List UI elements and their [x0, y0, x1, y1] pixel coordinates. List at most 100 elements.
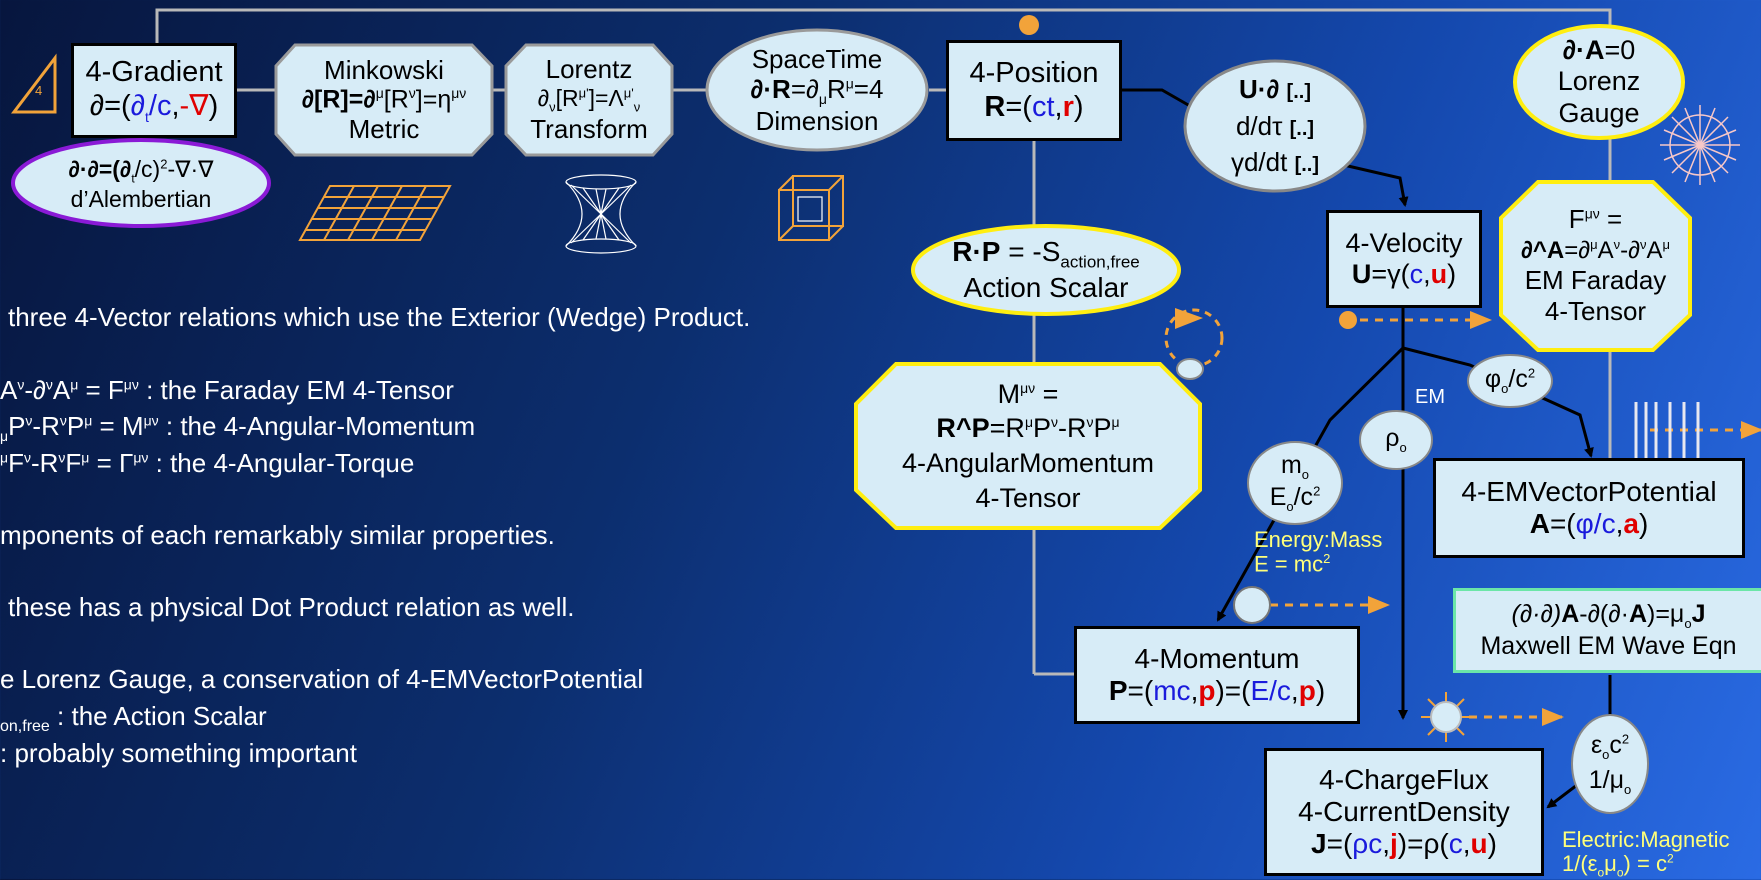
- action-formula: R·P = -Saction,free: [952, 235, 1140, 272]
- phi-node[interactable]: φo/c2: [1468, 355, 1552, 407]
- dalembertian-label: d’Alembertian: [70, 185, 212, 212]
- faraday-line2: ∂^A=∂μAν-∂νAμ: [1521, 236, 1670, 264]
- emvp-title: 4-EMVectorPotential: [1461, 475, 1717, 507]
- spacetime-title: SpaceTime: [751, 43, 883, 74]
- u-deriv-ellipse-shape: [1183, 59, 1367, 193]
- eps-line1: εoc2: [1590, 731, 1630, 763]
- spacetime-node[interactable]: SpaceTime ∂·R=∂μRμ=4 Dimension: [707, 32, 927, 150]
- spacetime-formula: ∂·R=∂μRμ=4: [750, 73, 884, 108]
- energy-label: Eo/c2: [1269, 483, 1321, 514]
- dalembertian-formula: ∂·∂=(∂t/c)2-∇·∇: [68, 155, 214, 186]
- four-velocity-node[interactable]: 4-Velocity U=γ(c,u): [1326, 210, 1482, 308]
- four-momentum-title: 4-Momentum: [1134, 642, 1300, 674]
- note-line4: μFν-RνFμ = Γμν : the 4-Angular-Torque: [0, 448, 415, 478]
- lorentz-formula: ∂ν[Rμ']=Λμ'ν: [537, 84, 641, 115]
- four-badge-icon: [10, 53, 57, 114]
- lorentz-label: Transform: [530, 114, 648, 145]
- note-line1: three 4-Vector relations which use the E…: [8, 302, 751, 332]
- starburst-icon: [1421, 692, 1471, 742]
- lorenz-gauge-formula: ∂·A=0: [1562, 35, 1636, 66]
- note-line9: : probably something important: [0, 738, 357, 768]
- minkowski-octagon-shape: [274, 43, 494, 157]
- charge-flux-formula: J=(ρc,j)=ρ(c,u): [1311, 828, 1497, 860]
- emvp-node[interactable]: 4-EMVectorPotential A=(φ/c,a): [1433, 458, 1745, 558]
- action-label: Action Scalar: [963, 271, 1129, 303]
- hyperboloid-icon: [565, 174, 637, 254]
- four-velocity-formula: U=γ(c,u): [1351, 259, 1457, 289]
- minkowski-node[interactable]: Minkowski ∂[R]=∂μ[Rν]=ημν Metric: [276, 45, 492, 155]
- faraday-line4: 4-Tensor: [1544, 296, 1647, 327]
- four-gradient-formula: ∂=(∂t/c,-∇): [89, 89, 219, 125]
- four-position-node[interactable]: 4-Position R=(ct,r): [946, 40, 1122, 141]
- charge-flux-line1: 4-ChargeFlux: [1319, 763, 1489, 795]
- angular-line4: 4-Tensor: [975, 482, 1081, 513]
- action-ellipse-shape: [911, 224, 1181, 316]
- four-momentum-formula: P=(mc,p)=(E/c,p): [1108, 675, 1326, 706]
- em-label: EM: [1415, 386, 1445, 408]
- rho-label: ρo: [1385, 424, 1407, 456]
- orbit-icon: [1164, 308, 1224, 380]
- mass-node[interactable]: mo Eo/c2: [1248, 442, 1342, 524]
- u-deriv-line3: γd/dt [..]: [1230, 147, 1320, 178]
- tesseract-icon: [778, 175, 844, 241]
- angular-octagon-shape: [854, 362, 1202, 530]
- lorentz-node[interactable]: Lorentz ∂ν[Rμ']=Λμ'ν Transform: [506, 45, 672, 155]
- angular-line1: Mμν =: [997, 378, 1059, 409]
- faraday-octagon-shape: [1499, 180, 1692, 352]
- u-deriv-line2: d/dτ [..]: [1235, 110, 1315, 141]
- angular-line3: 4-AngularMomentum: [901, 448, 1155, 478]
- four-velocity-title: 4-Velocity: [1345, 227, 1463, 258]
- faraday-line1: Fμν =: [1568, 203, 1623, 234]
- angular-momentum-node[interactable]: Mμν = R^P=RμPν-RνPμ 4-AngularMomentum 4-…: [856, 364, 1200, 528]
- maxwell-line1: (∂·∂)A-∂(∂·A)=μoJ: [1511, 600, 1706, 632]
- four-badge-number: 4: [35, 83, 43, 98]
- energy-mass-label: Energy:Mass E = mc2: [1254, 527, 1383, 577]
- faraday-line3: EM Faraday: [1524, 264, 1667, 295]
- lorenz-gauge-line2: Gauge: [1558, 97, 1640, 128]
- m-ellipse-shape: [1247, 441, 1343, 525]
- note-line2: Aν-∂νAμ = Fμν : the Faraday EM 4-Tensor: [0, 375, 454, 405]
- note-line5: mponents of each remarkably similar prop…: [0, 520, 555, 550]
- four-momentum-node[interactable]: 4-Momentum P=(mc,p)=(E/c,p): [1074, 626, 1360, 724]
- mass-label: mo: [1280, 451, 1310, 483]
- lorenz-gauge-line1: Lorenz: [1557, 66, 1641, 97]
- spacetime-label: Dimension: [755, 106, 879, 137]
- charge-flux-line2: 4-CurrentDensity: [1298, 795, 1510, 827]
- minkowski-formula: ∂[R]=∂μ[Rν]=ημν: [301, 85, 467, 114]
- lorenz-gauge-ellipse-shape: [1513, 24, 1685, 140]
- faraday-node[interactable]: Fμν = ∂^A=∂μAν-∂νAμ EM Faraday 4-Tensor: [1501, 182, 1690, 350]
- rho-ellipse-shape: [1359, 410, 1433, 470]
- maxwell-node[interactable]: (∂·∂)A-∂(∂·A)=μoJ Maxwell EM Wave Eqn: [1453, 588, 1761, 673]
- note-line6: these has a physical Dot Product relatio…: [8, 592, 575, 622]
- emvp-formula: A=(φ/c,a): [1529, 508, 1649, 539]
- radiation-icon: [1660, 105, 1740, 185]
- action-scalar-node[interactable]: R·P = -Saction,free Action Scalar: [913, 226, 1179, 314]
- electric-magnetic-label: Electric:Magnetic 1/(εoμo) = c2: [1562, 827, 1730, 880]
- u-deriv-line1: U·∂ [..]: [1239, 74, 1311, 105]
- charge-flux-node[interactable]: 4-ChargeFlux 4-CurrentDensity J=(ρc,j)=ρ…: [1264, 748, 1544, 876]
- four-gradient-node[interactable]: 4-Gradient ∂=(∂t/c,-∇): [71, 43, 237, 138]
- lorentz-title: Lorentz: [545, 53, 633, 84]
- phi-label: φo/c2: [1484, 365, 1536, 397]
- rho-node[interactable]: ρo: [1360, 411, 1432, 469]
- grid-plane-icon: [298, 185, 452, 241]
- u-derivs-node[interactable]: U·∂ [..] d/dτ [..] γd/dt [..]: [1185, 62, 1365, 190]
- lorentz-octagon-shape: [504, 43, 674, 157]
- maxwell-line2: Maxwell EM Wave Eqn: [1480, 632, 1737, 661]
- eps-node[interactable]: εoc2 1/μo: [1572, 716, 1648, 812]
- minkowski-title: Minkowski: [324, 54, 444, 85]
- lorenz-gauge-node[interactable]: ∂·A=0 Lorenz Gauge: [1515, 26, 1683, 138]
- four-gradient-title: 4-Gradient: [85, 56, 223, 89]
- note-line7: e Lorenz Gauge, a conservation of 4-EMVe…: [0, 664, 644, 694]
- note-line8: on,free : the Action Scalar: [0, 701, 267, 736]
- dalembertian-ellipse-shape: [11, 138, 271, 228]
- spacetime-ellipse-shape: [705, 28, 929, 152]
- four-position-title: 4-Position: [969, 57, 1099, 90]
- particle-icon: [1233, 586, 1271, 624]
- phi-ellipse-shape: [1467, 354, 1553, 408]
- note-line3: μPν-RνPμ = Mμν : the 4-Angular-Momentum: [0, 411, 476, 445]
- angular-line2: R^P=RμPν-RνPμ: [936, 413, 1120, 444]
- eps-line2: 1/μo: [1588, 766, 1632, 797]
- dalembertian-node[interactable]: ∂·∂=(∂t/c)2-∇·∇ d’Alembertian: [17, 142, 265, 226]
